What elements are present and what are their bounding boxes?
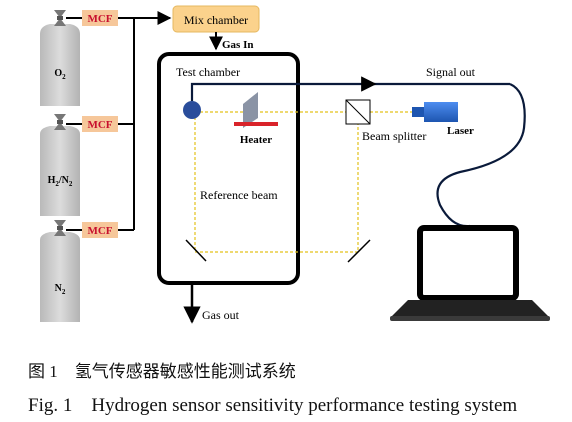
cylinder-n2: N2	[40, 220, 80, 322]
test-chamber	[157, 52, 300, 285]
figure-caption-english: Fig. 1 Hydrogen sensor sensitivity perfo…	[28, 395, 518, 416]
gas-label-n2: N	[55, 283, 63, 294]
cylinder-h2n2: H2/N2	[40, 114, 80, 216]
signal-out-label: Signal out	[426, 65, 476, 79]
laser: Laser	[412, 102, 474, 137]
beam-splitter: Beam splitter	[345, 99, 426, 143]
test-chamber-label: Test chamber	[176, 65, 240, 79]
svg-text:Mix chamber: Mix chamber	[184, 13, 248, 27]
mix-chamber: Mix chamber	[172, 5, 260, 33]
cylinder-o2: O2	[40, 10, 80, 106]
svg-text:MCF: MCF	[87, 119, 112, 131]
valve-icon	[54, 114, 66, 130]
mirror-left	[185, 239, 207, 262]
signal-cable	[190, 82, 526, 228]
mcf-box-3: MCF	[82, 222, 118, 238]
svg-text:MCF: MCF	[87, 225, 112, 237]
mirror-right	[347, 239, 371, 263]
figure-caption-chinese: 图 1 氢气传感器敏感性能测试系统	[28, 362, 296, 381]
gas-out-label: Gas out	[202, 308, 240, 322]
svg-text:MCF: MCF	[87, 13, 112, 25]
svg-text:H2/N2: H2/N2	[48, 175, 73, 188]
heater: Heater	[234, 92, 278, 146]
laptop-icon	[390, 225, 550, 321]
svg-text:O2: O2	[54, 68, 66, 81]
svg-text:Beam splitter: Beam splitter	[362, 129, 426, 143]
valve-icon	[54, 220, 66, 236]
reference-beam-path	[194, 111, 412, 253]
svg-text:Laser: Laser	[447, 125, 474, 137]
mcf-box-1: MCF	[82, 10, 118, 26]
sensor-dot	[183, 101, 201, 119]
gas-label-o2: O	[54, 68, 62, 79]
reference-beam-label: Reference beam	[200, 188, 278, 202]
mcf-box-2: MCF	[82, 116, 118, 132]
gas-label-h2n2: H	[48, 175, 56, 186]
svg-text:N2: N2	[55, 283, 66, 296]
valve-icon	[54, 10, 66, 26]
gas-in-label: Gas In	[222, 39, 254, 51]
svg-text:Heater: Heater	[240, 134, 272, 146]
